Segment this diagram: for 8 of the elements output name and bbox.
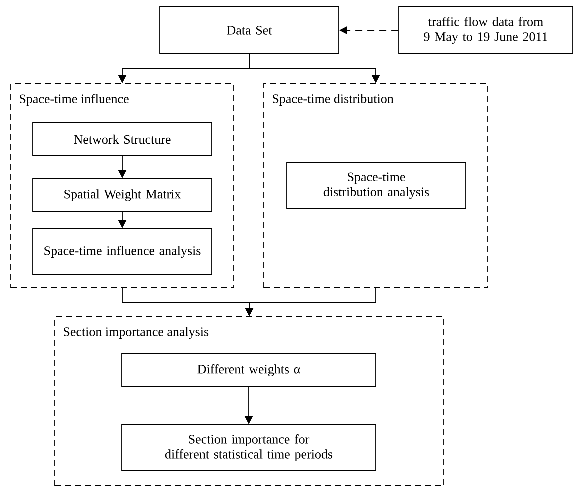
process-box: Section importance for different statistical time periods — [122, 424, 376, 472]
process-box: Space-time distribution analysis — [286, 162, 466, 210]
process-box: Space-time influence analysis — [32, 228, 212, 276]
process-box: traffic flow data from 9 May to 19 June 2011 — [398, 6, 574, 54]
process-box: Data Set — [160, 6, 340, 54]
process-box: Different weights α — [122, 354, 376, 388]
process-box: Network Structure — [32, 122, 212, 156]
process-box: Spatial Weight Matrix — [32, 178, 212, 212]
